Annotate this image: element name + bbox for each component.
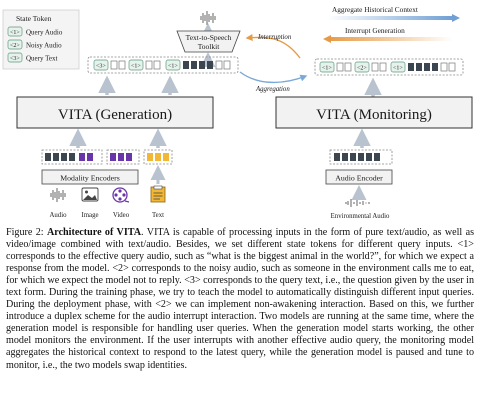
mon-seq-tag-2: <2>	[357, 66, 367, 72]
environmental-audio-input: Environmental Audio	[331, 199, 390, 220]
state-token-tag-1: <1>	[10, 30, 20, 36]
state-token-tag-3: <3>	[10, 56, 20, 62]
tts-toolkit-line2: Toolkit	[198, 42, 220, 51]
state-token-label-1: Query Audio	[26, 29, 63, 37]
caption-body: . VITA is capable of processing inputs i…	[6, 227, 474, 371]
gen-seq-tag-1: <3>	[96, 64, 106, 70]
gen-seq-tag-2: <1>	[131, 64, 141, 70]
gen-seq-tag-3: <1>	[168, 64, 178, 70]
vita-generation-label: VITA (Generation)	[58, 107, 172, 123]
state-token-item-3: <3> Query Text	[7, 52, 58, 63]
modality-video-input: Video	[112, 187, 130, 219]
state-token-tag-2: <2>	[10, 43, 20, 49]
flow-legend: Aggregate Historical Context Interrupt G…	[323, 5, 460, 43]
audio-encoder-label: Audio Encoder	[335, 174, 383, 183]
image-icon	[81, 187, 99, 202]
audio-encoder-box: Audio Encoder	[325, 169, 393, 185]
architecture-figure: State Token <1> Query Audio <2> Noisy Au…	[2, 5, 473, 220]
modality-label-image: Image	[82, 212, 99, 219]
vita-monitoring-box: VITA (Monitoring)	[275, 96, 473, 129]
waveform-icon	[345, 199, 370, 207]
state-token-legend: State Token <1> Query Audio <2> Noisy Au…	[2, 9, 80, 70]
mon-seq-tag-1: <1>	[322, 66, 332, 72]
modality-label-audio: Audio	[50, 212, 68, 219]
interruption-label: Interruption	[257, 34, 292, 41]
modality-text-input: Text	[150, 185, 166, 219]
modality-audio-input: Audio	[50, 188, 68, 219]
aggregation-label: Aggregation	[255, 86, 290, 93]
vita-monitoring-label: VITA (Monitoring)	[316, 107, 432, 123]
tts-toolkit-line1: Text-to-Speech	[186, 33, 232, 42]
legend-aggregate-bar	[327, 16, 453, 20]
state-token-label-2: Noisy Audio	[26, 42, 62, 50]
monitoring-token-sequence: <1> <2> <1>	[314, 58, 464, 76]
caption-label: Figure 2:	[6, 227, 47, 238]
environmental-audio-label: Environmental Audio	[331, 213, 390, 220]
state-token-item-2: <2> Noisy Audio	[7, 39, 62, 50]
state-token-title: State Token	[16, 14, 52, 23]
legend-interrupt-label: Interrupt Generation	[345, 26, 405, 35]
mon-seq-tag-3: <1>	[393, 66, 403, 72]
text-doc-icon	[150, 185, 166, 203]
aggregation-arc: Aggregation	[239, 71, 308, 93]
legend-aggregate-label: Aggregate Historical Context	[332, 5, 418, 14]
figure-caption: Figure 2: Architecture of VITA. VITA is …	[6, 227, 474, 372]
modality-encoders-label: Modality Encoders	[60, 174, 120, 183]
modality-label-video: Video	[113, 212, 130, 219]
generation-token-sequence: <3> <1> <1>	[87, 56, 239, 74]
interruption-arc: Interruption	[245, 34, 301, 59]
film-reel-icon	[112, 187, 130, 203]
modality-encoders-box: Modality Encoders	[41, 169, 139, 185]
tts-waveform-icon	[200, 11, 216, 25]
state-token-item-1: <1> Query Audio	[7, 26, 63, 37]
legend-interrupt-bar	[327, 37, 453, 41]
tts-toolkit: Text-to-Speech Toolkit	[176, 30, 241, 53]
vita-generation-box: VITA (Generation)	[16, 96, 214, 129]
modality-embedding-tokens	[41, 149, 173, 165]
waveform-icon	[50, 188, 66, 202]
modality-label-text: Text	[152, 212, 164, 219]
monitoring-embedding-tokens	[329, 149, 393, 165]
state-token-label-3: Query Text	[26, 55, 58, 63]
caption-title: Architecture of VITA	[46, 227, 142, 238]
modality-image-input: Image	[81, 187, 99, 219]
